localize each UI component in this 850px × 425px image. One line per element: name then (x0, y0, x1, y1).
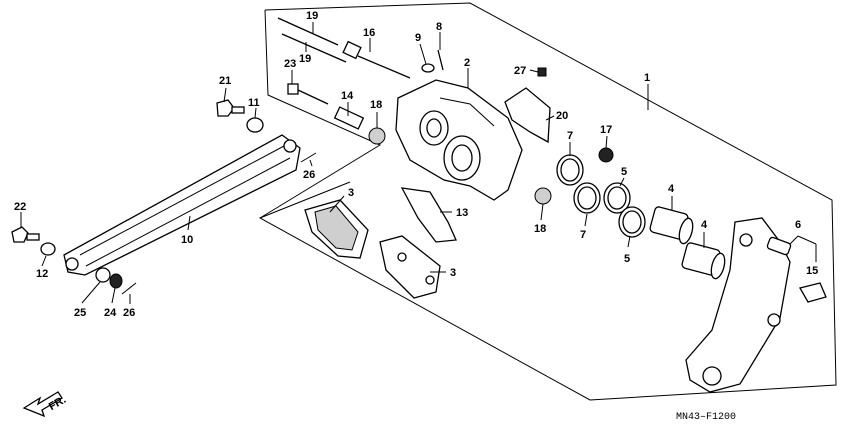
callout-8: 8 (436, 21, 442, 33)
leader-lines (20, 22, 817, 304)
bolt-27 (537, 67, 547, 77)
callout-12: 12 (36, 268, 48, 280)
caliper-body (395, 79, 523, 201)
callout-4b: 4 (701, 219, 708, 231)
callout-3b: 3 (450, 267, 456, 279)
callout-21: 21 (219, 75, 231, 87)
callout-2: 2 (464, 57, 470, 69)
callout-5b: 5 (624, 253, 630, 265)
callout-20: 20 (556, 110, 568, 122)
brake-pad-3-left (304, 199, 369, 259)
callout-18b: 18 (534, 223, 546, 235)
caliper-bracket-6 (685, 217, 792, 393)
bleeder-cap-9 (421, 63, 435, 73)
callout-5a: 5 (621, 166, 627, 178)
callout-7a: 7 (567, 130, 573, 142)
callout-23: 23 (284, 58, 296, 70)
washer-11 (246, 117, 264, 133)
bolt-22 (11, 226, 40, 243)
drawing-code: MN43–F1200 (676, 412, 736, 423)
torque-link-arm (63, 134, 301, 276)
callout-4a: 4 (668, 183, 675, 195)
boot-18-lower (534, 187, 552, 205)
callout-1: 1 (644, 72, 650, 84)
callout-9: 9 (415, 32, 421, 44)
callout-3a: 3 (348, 187, 354, 199)
bleeder-screw-8 (437, 49, 444, 71)
sleeve-14 (333, 106, 365, 130)
bolt-21 (216, 99, 245, 117)
callout-15: 15 (806, 265, 818, 277)
callout-26b: 26 (123, 307, 135, 319)
callout-27: 27 (514, 65, 526, 77)
callout-14: 14 (341, 90, 354, 102)
brake-pad-3-right (379, 235, 441, 299)
cotter-pin-26-lower (121, 282, 137, 295)
callout-6: 6 (795, 219, 801, 231)
callout-numbers: 1 2 3 3 4 4 5 5 6 7 7 8 9 10 11 12 13 14… (14, 10, 818, 319)
callout-17: 17 (600, 124, 612, 136)
front-direction-arrow-icon: FR. (22, 391, 68, 418)
cotter-pin-26-upper (300, 152, 317, 163)
callout-25: 25 (74, 307, 86, 319)
bolt-23 (287, 83, 329, 105)
pin-bolt-16 (342, 40, 411, 79)
washer-25 (95, 267, 111, 283)
pad-retainer-20 (504, 87, 551, 144)
callout-11: 11 (248, 97, 260, 109)
piston-4-upper (649, 206, 694, 245)
callout-22: 22 (14, 201, 26, 213)
callout-16: 16 (363, 27, 375, 39)
callout-19a: 19 (306, 10, 318, 22)
callout-7b: 7 (580, 229, 586, 241)
callout-10: 10 (181, 234, 193, 246)
collar-12 (40, 242, 56, 256)
dust-seals-5 (603, 182, 646, 238)
boot-18-upper (368, 127, 386, 145)
pad-spring-13 (400, 187, 457, 243)
callout-26a: 26 (303, 169, 315, 181)
piston-seals-7 (556, 154, 601, 214)
pins-19 (277, 17, 347, 63)
assembly-outline (258, 2, 837, 401)
cap-17 (598, 147, 614, 163)
retaining-clip-15 (799, 282, 827, 303)
callout-18a: 18 (370, 99, 382, 111)
callout-24: 24 (104, 307, 117, 319)
nut-24 (109, 273, 123, 289)
callout-13: 13 (456, 207, 468, 219)
callout-19b: 19 (299, 53, 311, 65)
piston-4-lower (681, 242, 726, 280)
